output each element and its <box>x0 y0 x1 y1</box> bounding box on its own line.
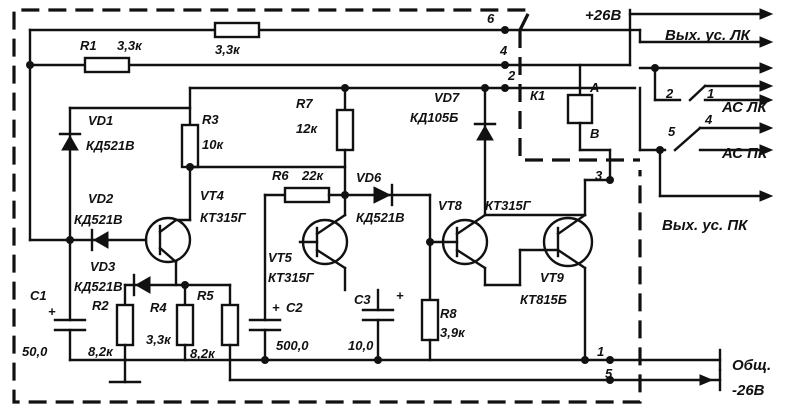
label-out-amp-left: Вых. ус. ЛК <box>665 27 752 44</box>
label-r5-name: R5 <box>197 288 214 303</box>
label-speaker-left: АС ЛК <box>721 99 768 116</box>
contact-2: 2 <box>665 86 674 101</box>
diode-vd2 <box>28 228 148 252</box>
label-c2-value: 500,0 <box>276 338 309 353</box>
terminal-4: 4 <box>499 43 508 58</box>
transistor-vt8 <box>428 213 587 287</box>
diode-vd3 <box>123 273 232 297</box>
labels: +26В Вых. ус. ЛК АС ЛК АС ПК Вых. ус. ПК… <box>22 7 771 399</box>
junctions <box>26 26 664 384</box>
terminal-6: 6 <box>487 11 495 26</box>
label-vt4-part: КТ315Г <box>200 210 247 225</box>
transistor-vt9 <box>518 178 612 362</box>
label-r1-value: 3,3к <box>117 38 143 53</box>
diode-vd6 <box>373 183 394 207</box>
label-rtop-value: 3,3к <box>215 42 241 57</box>
label-vd2-part: КД521В <box>74 212 122 227</box>
label-c3-value: 10,0 <box>348 338 374 353</box>
label-r8-name: R8 <box>440 306 457 321</box>
diode-vd1 <box>58 106 192 242</box>
contact-1: 1 <box>707 86 714 101</box>
label-vd2-name: VD2 <box>88 191 114 206</box>
contact-5: 5 <box>668 124 676 139</box>
label-vt5-name: VT5 <box>268 250 293 265</box>
resistor-r1 <box>83 56 131 74</box>
label-c2-name: C2 <box>286 300 303 315</box>
label-vt5-part: КТ315Г <box>268 270 315 285</box>
label-speaker-right: АС ПК <box>721 145 769 162</box>
label-r7-value: 12к <box>296 121 318 136</box>
terminal-2: 2 <box>507 68 516 83</box>
terminal-1: 1 <box>597 344 604 359</box>
bottom-rails <box>68 348 722 392</box>
label-vd1-part: КД521В <box>86 138 134 153</box>
label-c3-polarity: + <box>396 288 404 303</box>
transistor-vt5 <box>298 213 349 292</box>
resistor-r-top <box>213 21 261 39</box>
resistor-r8 <box>420 193 440 362</box>
label-vt8-part: КТ315Г <box>485 198 532 213</box>
terminal-5: 5 <box>605 366 613 381</box>
label-vd3-part: КД521В <box>74 279 122 294</box>
output-arrows <box>699 8 774 386</box>
label-c1-value: 50,0 <box>22 344 48 359</box>
label-vd3-name: VD3 <box>90 259 116 274</box>
label-c1-polarity: + <box>48 304 56 319</box>
label-vd1-name: VD1 <box>88 113 113 128</box>
label-r7-name: R7 <box>296 96 313 111</box>
relay-pin-a: А <box>589 80 599 95</box>
label-vt9-name: VT9 <box>540 270 565 285</box>
label-r8-value: 3,9к <box>440 325 466 340</box>
capacitor-c1 <box>53 238 87 362</box>
resistor-r3 <box>180 86 347 222</box>
label-r2-name: R2 <box>92 298 109 313</box>
label-vt8-name: VT8 <box>438 198 463 213</box>
label-r4-name: R4 <box>150 300 167 315</box>
label-r1-name: R1 <box>80 38 97 53</box>
capacitor-c2 <box>248 318 282 362</box>
label-vd6-name: VD6 <box>356 170 382 185</box>
resistor-r4 <box>175 283 195 362</box>
label-r2-value: 8,2к <box>88 344 114 359</box>
label-c3-name: C3 <box>354 292 371 307</box>
label-vd7-name: VD7 <box>434 90 460 105</box>
relay-pin-b: В <box>590 126 599 141</box>
label-vd6-part: КД521В <box>356 210 404 225</box>
label-out-amp-right: Вых. ус. ПК <box>662 217 749 234</box>
terminal-3: 3 <box>595 168 603 183</box>
label-c2-polarity: + <box>272 300 280 315</box>
label-r3-value: 10к <box>202 137 224 152</box>
label-common: Общ. <box>732 357 771 374</box>
label-vd7-part: КД105Б <box>410 110 458 125</box>
label-plus26v: +26В <box>585 7 621 24</box>
contact-4: 4 <box>704 112 713 127</box>
label-r3-name: R3 <box>202 112 219 127</box>
relay-contacts <box>638 66 762 198</box>
label-r5-value: 8,2к <box>190 346 216 361</box>
capacitor-c3 <box>361 288 395 362</box>
label-vt9-part: КТ815Б <box>520 292 567 307</box>
label-vt4-name: VT4 <box>200 188 225 203</box>
label-r6-name: R6 <box>272 168 289 183</box>
resistor-r2 <box>108 283 142 384</box>
label-r4-value: 3,3к <box>146 332 172 347</box>
diode-vd7 <box>473 86 497 217</box>
transistor-vt4 <box>144 216 192 287</box>
resistor-r7 <box>335 86 355 217</box>
label-c1-name: C1 <box>30 288 47 303</box>
label-minus26v: -26В <box>732 382 765 399</box>
resistor-r5 <box>220 283 240 382</box>
relay-name: К1 <box>530 88 545 103</box>
board-outline <box>12 8 642 404</box>
relay-k1 <box>566 63 612 182</box>
label-r6-value: 22к <box>301 168 324 183</box>
